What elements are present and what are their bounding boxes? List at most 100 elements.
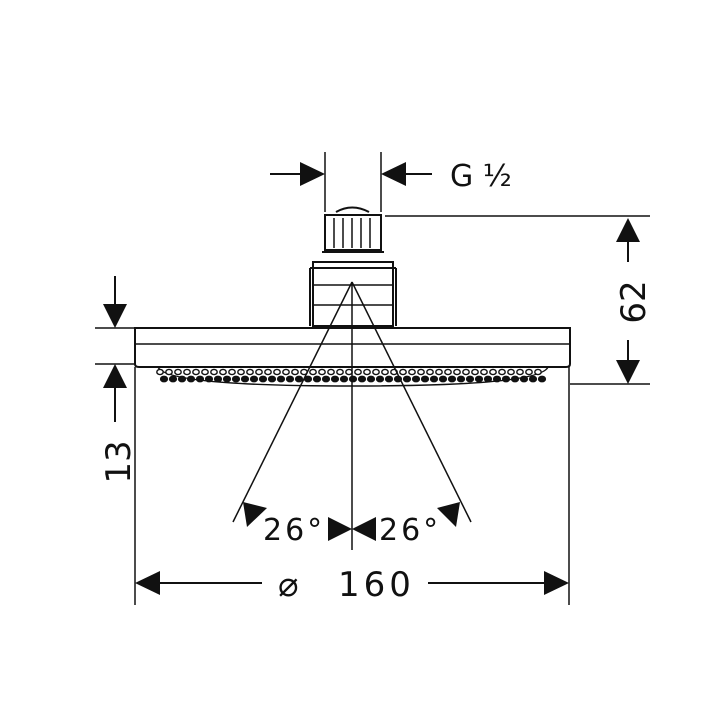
thickness-dimension: 13: [95, 276, 139, 484]
spray-nozzle: [516, 368, 524, 376]
arrow-down-icon: [616, 360, 640, 384]
arrow-up-icon: [103, 364, 127, 388]
spray-nozzle: [492, 375, 502, 383]
spray-nozzle: [408, 368, 416, 376]
spray-nozzle: [249, 375, 259, 383]
spray-nozzle: [528, 375, 538, 383]
arrow-right-icon: [437, 502, 460, 527]
spray-nozzle: [426, 368, 434, 376]
spray-nozzle: [435, 368, 443, 376]
spray-nozzle: [156, 368, 164, 376]
arrow-right-icon: [544, 571, 569, 595]
spray-nozzle: [447, 375, 457, 383]
spray-nozzle: [399, 368, 407, 376]
spray-nozzle: [507, 368, 515, 376]
spray-nozzle: [165, 368, 173, 376]
spray-nozzle: [453, 368, 461, 376]
spray-nozzle: [339, 375, 349, 383]
arrow-right-icon: [300, 162, 325, 186]
spray-nozzle: [501, 375, 511, 383]
spray-nozzle: [498, 368, 506, 376]
spray-nozzle: [231, 375, 241, 383]
spray-nozzle: [291, 368, 299, 376]
spray-nozzle: [438, 375, 448, 383]
spray-cone: [232, 281, 472, 550]
spray-nozzle: [465, 375, 475, 383]
spray-nozzle: [375, 375, 385, 383]
spray-nozzle: [267, 375, 277, 383]
spray-nozzle: [237, 368, 245, 376]
spray-nozzle: [411, 375, 421, 383]
angle-left-label: 26°: [263, 513, 325, 548]
spray-nozzle: [240, 375, 250, 383]
spray-nozzle: [204, 375, 214, 383]
spray-nozzle: [348, 375, 358, 383]
spray-nozzle: [192, 368, 200, 376]
spray-nozzle: [177, 375, 187, 383]
spray-nozzle: [276, 375, 286, 383]
spray-nozzle: [474, 375, 484, 383]
spray-nozzle: [363, 368, 371, 376]
spray-nozzle: [357, 375, 367, 383]
spray-nozzle: [174, 368, 182, 376]
height-dimension: 62: [385, 215, 654, 385]
diameter-label: 160: [338, 565, 415, 605]
arrow-left-icon: [243, 502, 267, 527]
arrow-right-icon: [328, 517, 352, 541]
spray-nozzle: [336, 368, 344, 376]
spray-nozzle: [510, 375, 520, 383]
spray-nozzle: [483, 375, 493, 383]
spray-nozzle: [345, 368, 353, 376]
spray-nozzle: [381, 368, 389, 376]
spray-nozzle: [222, 375, 232, 383]
angle-right-label: 26°: [379, 513, 441, 548]
diameter-symbol: ⌀: [278, 565, 298, 605]
spray-nozzle: [489, 368, 497, 376]
spray-nozzle: [327, 368, 335, 376]
spray-nozzle: [471, 368, 479, 376]
spray-nozzle: [195, 375, 205, 383]
spray-nozzle: [366, 375, 376, 383]
spray-nozzle: [255, 368, 263, 376]
spray-nozzle: [213, 375, 223, 383]
spray-nozzle: [372, 368, 380, 376]
spray-nozzle: [444, 368, 452, 376]
spray-nozzle: [462, 368, 470, 376]
spray-nozzle: [480, 368, 488, 376]
height-label: 62: [614, 280, 654, 323]
spray-nozzle: [183, 368, 191, 376]
spray-nozzle: [210, 368, 218, 376]
spray-nozzle: [282, 368, 290, 376]
diameter-dimension: ⌀ 160: [134, 367, 570, 605]
spray-nozzle: [168, 375, 178, 383]
spray-nozzle: [219, 368, 227, 376]
spray-nozzle: [537, 375, 547, 383]
ball-joint-housing: [309, 261, 397, 327]
arrow-left-icon: [135, 571, 160, 595]
spray-nozzle: [384, 375, 394, 383]
spray-nozzle: [246, 368, 254, 376]
spray-nozzle: [312, 375, 322, 383]
spray-nozzle: [285, 375, 295, 383]
spray-nozzle: [456, 375, 466, 383]
spray-nozzle: [534, 368, 542, 376]
thread-dimension: G ½: [270, 152, 512, 212]
arrow-up-icon: [616, 218, 640, 242]
spray-nozzle: [264, 368, 272, 376]
spray-nozzle: [318, 368, 326, 376]
spray-nozzle: [417, 368, 425, 376]
thickness-label: 13: [99, 440, 139, 483]
spray-nozzle: [519, 375, 529, 383]
arrow-left-icon: [352, 517, 376, 541]
spray-nozzle: [273, 368, 281, 376]
thread-label: G ½: [450, 159, 512, 194]
spray-nozzle: [186, 375, 196, 383]
spray-nozzle: [525, 368, 533, 376]
connector-nut: [322, 206, 384, 253]
angle-dimension: 26° 26°: [243, 502, 460, 548]
spray-nozzle: [228, 368, 236, 376]
spray-nozzle: [201, 368, 209, 376]
spray-nozzle: [159, 375, 169, 383]
spray-nozzle: [429, 375, 439, 383]
